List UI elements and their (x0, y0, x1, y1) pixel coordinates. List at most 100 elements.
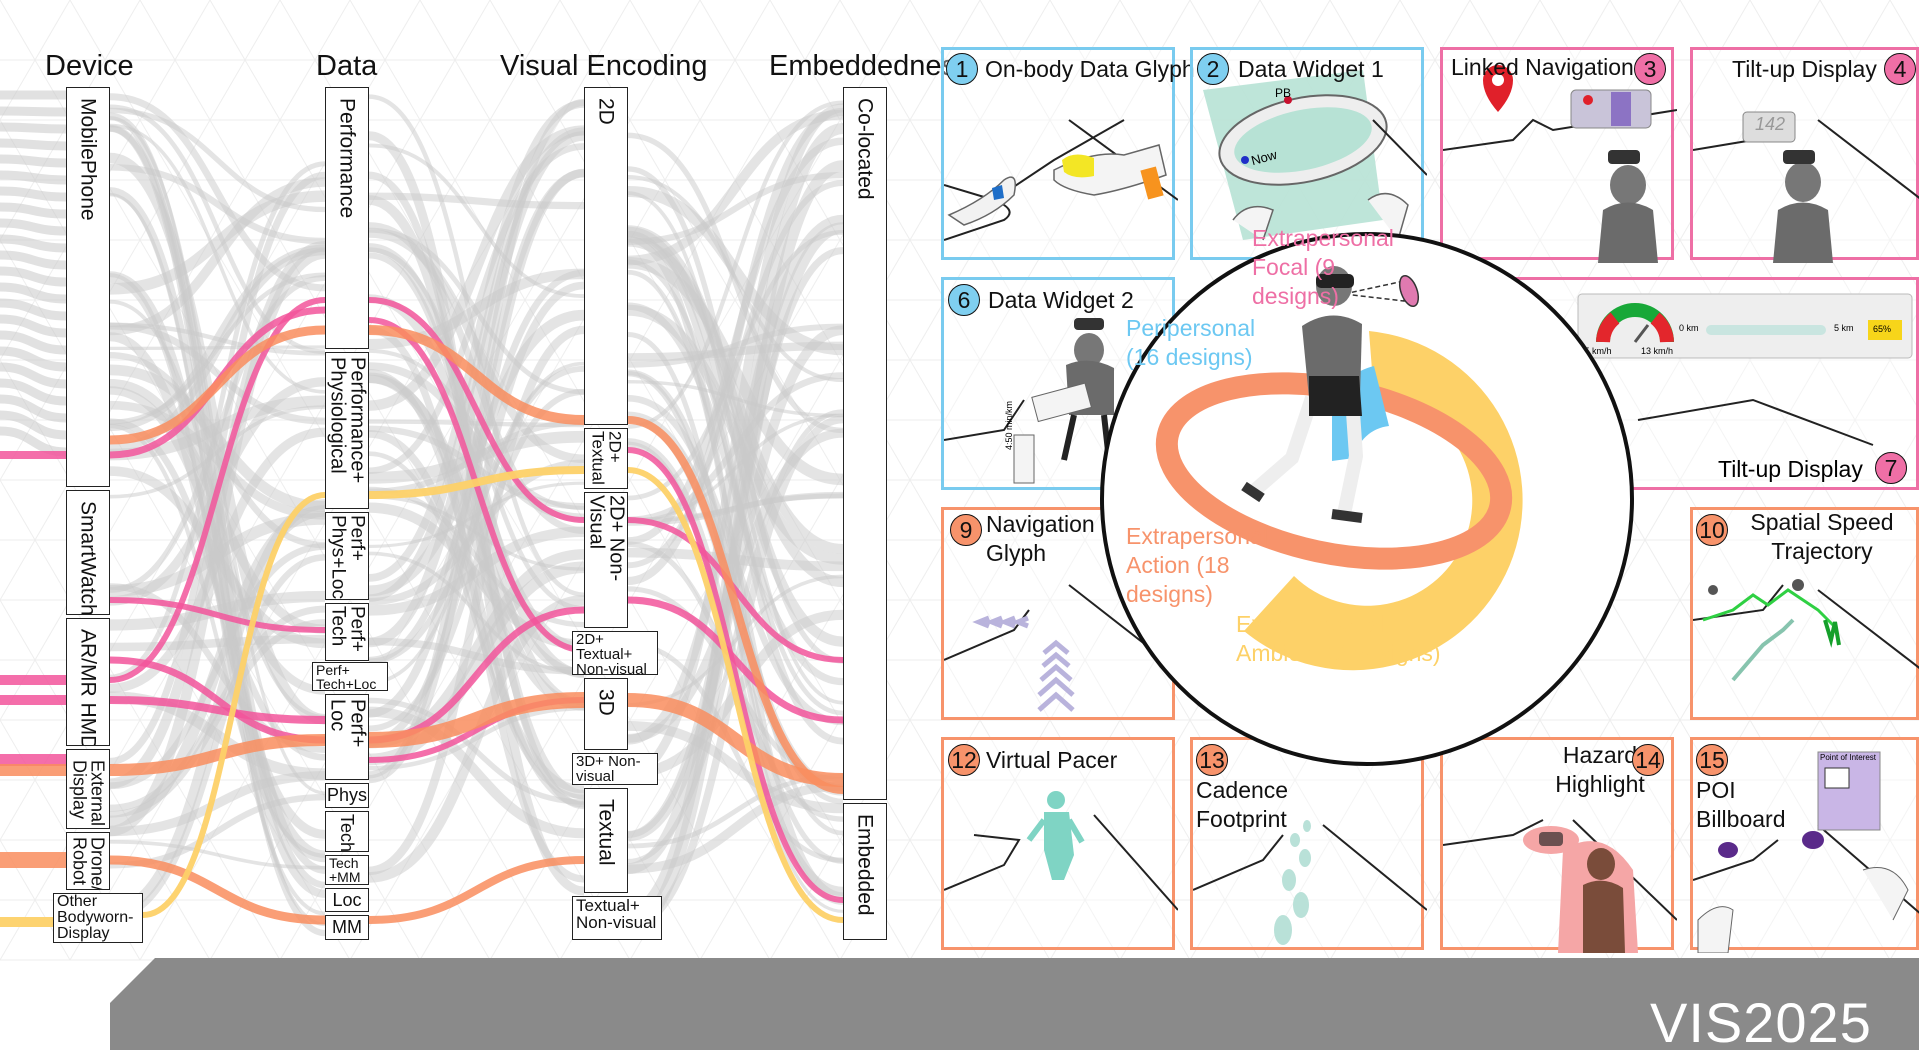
pattern-triangle (979, 179, 1051, 241)
data-widget-2-sketch (944, 318, 1114, 484)
pattern-triangle (1714, 0, 1786, 61)
pattern-triangle (1889, 909, 1919, 961)
flow-gray (368, 419, 585, 428)
design-space-circle: Extrapersonal Focal (9 designs) Peripers… (1100, 225, 1634, 766)
flow-orange (368, 325, 585, 425)
pattern-triangle (279, 779, 351, 841)
flow-gray (109, 123, 326, 394)
pattern-triangle (1889, 429, 1919, 481)
pattern-triangle (384, 0, 456, 61)
pattern-triangle (1469, 179, 1541, 241)
flow-gray (0, 330, 67, 355)
node-3d: 3D (584, 678, 628, 750)
pattern-triangle (909, 539, 981, 601)
badge-14: 14 (1632, 744, 1664, 776)
virtual-pacer-sketch (944, 791, 1178, 911)
pattern-triangle (1854, 119, 1919, 181)
pattern-triangle (1854, 479, 1919, 541)
panel-spatial-speed-trajectory[interactable] (1690, 507, 1919, 720)
pattern-triangle (664, 0, 736, 61)
flow-gray (0, 298, 67, 321)
pattern-triangle (1294, 839, 1366, 901)
flow-gray (0, 362, 67, 389)
pattern-triangle (349, 779, 421, 841)
footer-bar (110, 958, 1919, 1050)
km-end: 5 km (1834, 323, 1854, 333)
pattern-triangle (174, 839, 246, 901)
pattern-triangle (1679, 59, 1751, 121)
pattern-triangle (0, 539, 71, 601)
panel-linked-navigation[interactable] (1440, 47, 1677, 263)
pattern-triangle (1189, 779, 1261, 841)
pattern-triangle (1399, 779, 1471, 841)
node-phys: Phys (325, 783, 369, 808)
flow-gray (0, 122, 67, 134)
flow-yellow (142, 492, 326, 918)
panel-poi-billboard[interactable]: Point of Interest (1690, 737, 1919, 953)
pattern-triangle (874, 239, 946, 301)
flow-yellow (627, 467, 844, 923)
pattern-triangle (104, 0, 176, 61)
pattern-triangle (1084, 0, 1156, 61)
panel-title-7: Tilt-up Display (1718, 456, 1863, 482)
pattern-triangle (944, 839, 1016, 901)
header-device: Device (45, 50, 134, 82)
pattern-triangle (1749, 659, 1821, 721)
pattern-triangle (1819, 179, 1891, 241)
node-2d: 2D (584, 87, 628, 425)
panel-tilt-up-display-4[interactable]: 142 (1690, 47, 1919, 263)
flow-gray (0, 218, 67, 236)
pattern-triangle (1714, 839, 1786, 901)
pattern-triangle (174, 239, 246, 301)
pattern-triangle (209, 59, 281, 121)
pattern-triangle (0, 479, 36, 541)
panel-on-body-data-glyph[interactable] (941, 47, 1178, 260)
pattern-triangle (419, 179, 491, 241)
pattern-triangle (0, 839, 36, 901)
pattern-triangle (1714, 479, 1786, 541)
node-performance-physiological: Performance+ Physiological (325, 352, 369, 509)
badge-3: 3 (1634, 53, 1666, 85)
pattern-triangle (664, 119, 736, 181)
pattern-triangle (1504, 719, 1576, 781)
pattern-triangle (944, 119, 1016, 181)
flow-gray (627, 641, 844, 863)
pattern-triangle (874, 599, 946, 661)
pattern-triangle (629, 59, 701, 121)
pattern-triangle (874, 119, 946, 181)
pattern-triangle (1049, 539, 1121, 601)
pattern-triangle (1819, 419, 1891, 481)
pattern-triangle (1049, 779, 1121, 841)
pattern-triangle (944, 479, 1016, 541)
poi-billboard-sketch (1693, 751, 1919, 953)
pattern-triangle (979, 59, 1051, 121)
flow-pink (109, 597, 326, 633)
flow-gray (0, 186, 67, 202)
pattern-triangle (944, 0, 1016, 61)
pattern-triangle (1399, 59, 1471, 121)
vis2025-logo: VIS2025 (1650, 991, 1872, 1050)
panel-title-2: Data Widget 1 (1238, 56, 1384, 82)
node-external-display: External Display (66, 749, 110, 829)
flow-gray (109, 405, 326, 499)
flow-gray (368, 706, 585, 839)
tilt-up-display-7-sketch (1577, 293, 1913, 446)
pattern-triangle (1714, 359, 1786, 421)
panel-title-1: On-body Data Glyph (985, 56, 1195, 82)
sankey-diagram (0, 90, 844, 937)
panel-title-9: Navigation Glyph (986, 511, 1095, 566)
pattern-triangle (1644, 599, 1716, 661)
panel-title-6: Data Widget 2 (988, 287, 1134, 313)
pattern-triangle (1784, 359, 1856, 421)
node-tech: Tech (325, 811, 369, 852)
pattern-triangle (1364, 0, 1436, 61)
pattern-triangle (1609, 779, 1681, 841)
flow-orange (109, 325, 326, 445)
flow-gray (368, 705, 585, 771)
node-performance: Performance (325, 87, 369, 349)
panel-cadence-footprint[interactable] (1190, 737, 1427, 950)
pattern-triangle (594, 0, 666, 61)
pattern-triangle (0, 719, 36, 781)
linked-navigation-sketch (1443, 65, 1677, 263)
panel-virtual-pacer[interactable] (941, 737, 1178, 950)
